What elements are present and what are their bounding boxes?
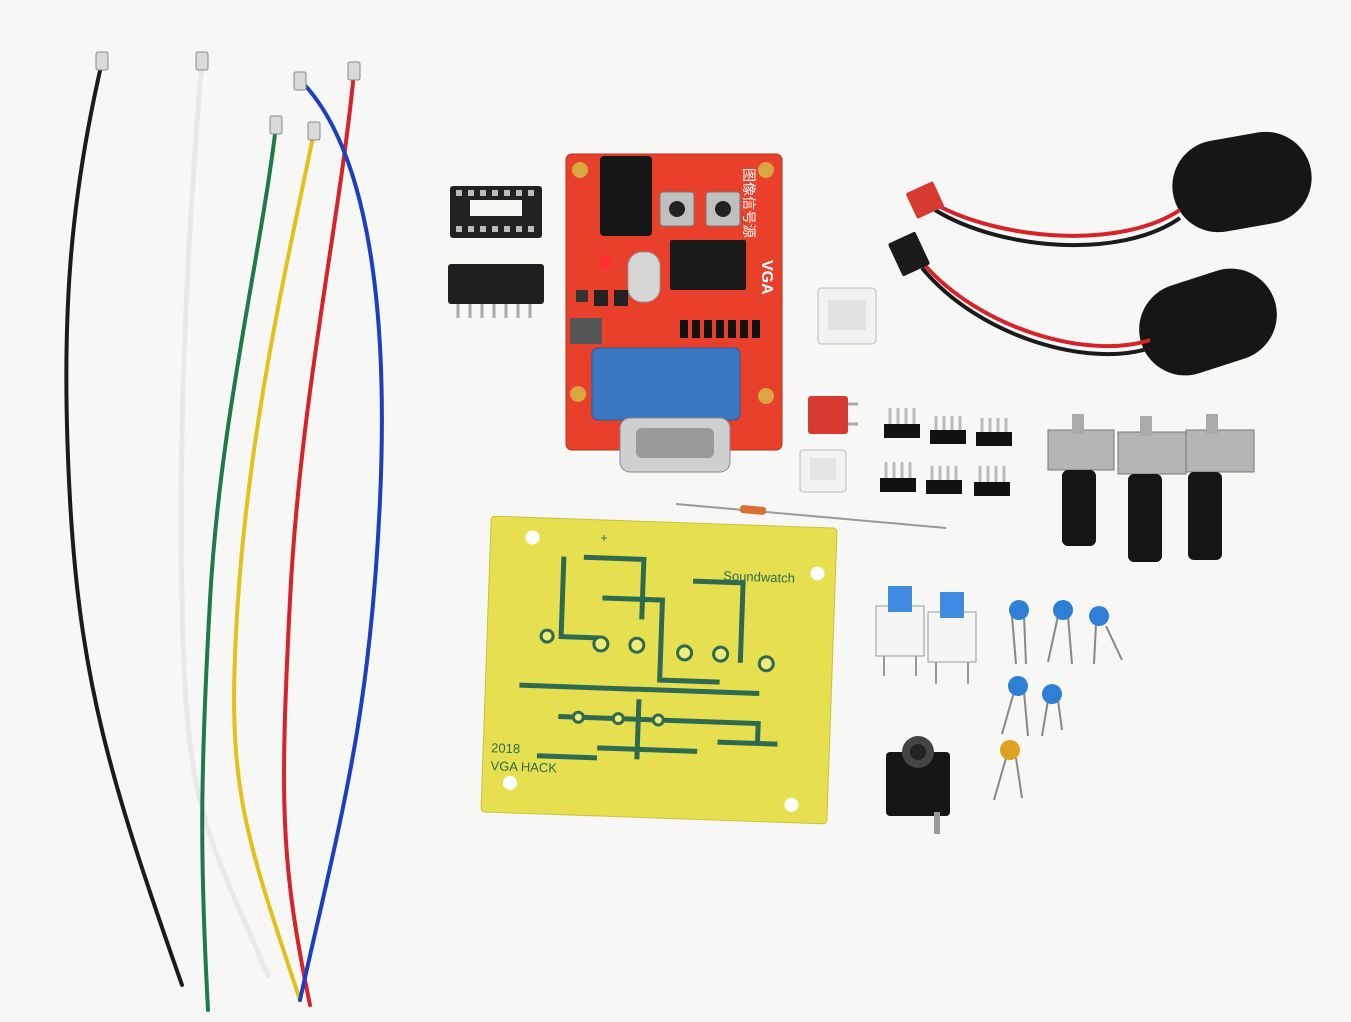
pin-header — [976, 418, 1012, 446]
ceramic-capacitors — [993, 600, 1123, 801]
capacitor — [1009, 600, 1029, 665]
battery-wire — [920, 260, 1151, 348]
jumper-wires — [64, 51, 384, 1012]
wire-green — [200, 124, 278, 1012]
battery-holders — [888, 131, 1312, 376]
dc-power-jack — [600, 156, 652, 236]
potentiometer — [1117, 416, 1187, 562]
tactile-switch — [927, 592, 977, 684]
pcb-year-label: 2018 — [491, 740, 520, 756]
crystal — [627, 251, 661, 303]
board-chip — [670, 240, 746, 290]
board-chip-label: VGA — [758, 260, 775, 295]
red-connector — [808, 396, 858, 434]
ic-chip — [448, 264, 544, 318]
battery-case — [1172, 131, 1312, 233]
capacitor — [1001, 676, 1029, 737]
potentiometer — [1185, 414, 1255, 560]
wire-yellow — [232, 130, 316, 1002]
wire-connector — [293, 71, 307, 91]
led — [598, 255, 612, 269]
wire-blue — [298, 78, 384, 1002]
wire-black — [64, 60, 184, 987]
capacitor — [1089, 606, 1123, 665]
white-connector-large — [817, 287, 877, 345]
pcb-name-label: VGA HACK — [490, 758, 557, 775]
audio-jack — [886, 736, 950, 834]
vga-signal-board: VGA 图像信号源 — [565, 153, 783, 473]
potentiometers — [1047, 414, 1255, 562]
capacitor — [993, 740, 1023, 801]
tactile-switch — [875, 586, 925, 676]
potentiometer — [1047, 414, 1115, 546]
battery-plug — [888, 232, 930, 276]
ic-socket — [450, 186, 542, 238]
diode — [675, 503, 947, 529]
wire-connector — [195, 51, 209, 71]
pcb-brand-label: Soundwatch — [723, 568, 795, 585]
wire-connector — [269, 115, 283, 135]
soundwatch-pcb: Soundwatch 2018 VGA HACK + — [480, 515, 838, 825]
wire-red — [282, 70, 356, 1007]
battery-plug — [906, 181, 944, 219]
wire-white — [178, 59, 271, 978]
pin-header — [930, 416, 966, 444]
wire-connector — [347, 61, 361, 81]
capacitor — [1041, 684, 1063, 737]
pin-header — [880, 462, 916, 492]
wire-connector — [95, 51, 109, 71]
board-cjk-label: 图像信号源 — [741, 168, 757, 238]
battery-case — [1139, 268, 1277, 376]
pin-header — [884, 408, 920, 438]
wire-connector — [307, 121, 321, 141]
tactile-switches — [875, 586, 977, 684]
battery-wire — [920, 266, 1151, 356]
pcb-plus-mark: + — [600, 531, 607, 545]
capacitor — [1047, 600, 1073, 665]
battery-wire — [933, 208, 1182, 248]
vga-connector-body — [591, 347, 741, 421]
pin-header — [680, 320, 760, 338]
pin-header — [926, 466, 962, 494]
pin-headers — [880, 408, 1012, 496]
pin-header — [974, 466, 1010, 496]
battery-wire — [934, 202, 1182, 238]
white-connector-small — [799, 449, 847, 493]
